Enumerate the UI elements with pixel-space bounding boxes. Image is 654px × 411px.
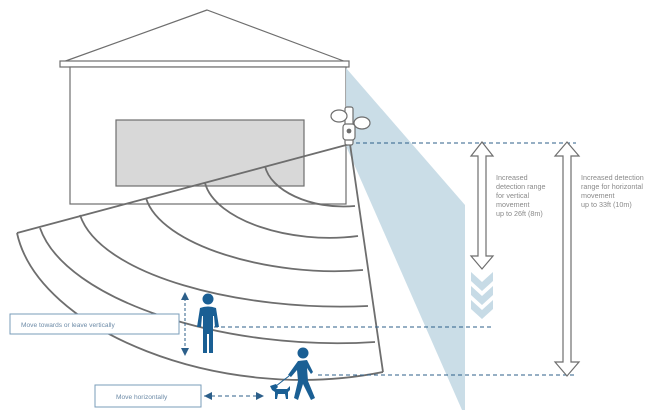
chevron-3 [471,300,493,319]
person-walking-body [288,360,315,400]
horizontal-movement-head-left [204,392,212,400]
fan-arc-2 [204,182,359,239]
horizontal-movement-arrow [204,392,264,400]
person-standing-head [202,293,214,305]
horizontal-range-arrow [553,141,581,377]
chevron-2 [471,286,493,305]
dog-body [270,384,290,399]
horizontal-range-line-1: Increased detection [581,173,644,182]
garage-door [115,119,305,187]
person-walking-head [297,347,309,359]
move-horizontal-label: Move horizontally [116,394,168,401]
vertical-range-arrow [469,141,495,270]
dog-icon [270,384,290,399]
fan-arc-1 [264,165,356,208]
move-vertical-label: Move towards or leave vertically [21,322,116,329]
vertical-range-line-2: detection range [496,182,546,191]
horizontal-range-line-2: range for horizontal [581,182,643,191]
fan-arc-3 [145,197,364,273]
vertical-movement-head-down [181,348,189,356]
range-increase-chevrons [471,272,493,319]
vertical-movement-arrow [181,292,189,356]
camera-lens [346,128,352,134]
floodlight-right [353,116,371,130]
roof-eave [59,60,350,68]
fan-left-edge [16,143,351,234]
vertical-range-line-1: Increased [496,173,528,182]
horizontal-range-line-3: movement [581,191,615,200]
house [59,9,350,205]
vertical-range-line-3: for vertical [496,191,530,200]
fan-right-edge [349,143,384,373]
chevron-1 [471,272,493,291]
horizontal-range-label: Increased detection range for horizontal… [581,173,646,209]
vertical-range-label: Increased detection range for vertical m… [496,173,548,218]
move-vertical-callout: Move towards or leave vertically [9,313,180,335]
vertical-range-line-5: up to 26ft (8m) [496,209,543,218]
vertical-range-line-4: movement [496,200,530,209]
fan-arc-4 [79,214,369,308]
fan-outer-arc [16,232,384,381]
horizontal-range-line-4: up to 33ft (10m) [581,200,632,209]
floodlight-camera-icon [330,106,371,146]
person-standing-body [197,306,219,353]
dog-leash [275,375,290,387]
move-horizontal-box [94,384,202,408]
person-standing-icon [197,293,219,353]
move-horizontal-callout: Move horizontally [94,384,202,408]
guide-lines [204,142,576,397]
floodlight-left [330,109,348,123]
horizontal-movement-head-right [256,392,264,400]
vertical-movement-head-up [181,292,189,300]
house-roof [59,9,350,64]
person-walking-icon [288,347,315,400]
light-beam [346,68,465,410]
move-vertical-box [9,313,180,335]
